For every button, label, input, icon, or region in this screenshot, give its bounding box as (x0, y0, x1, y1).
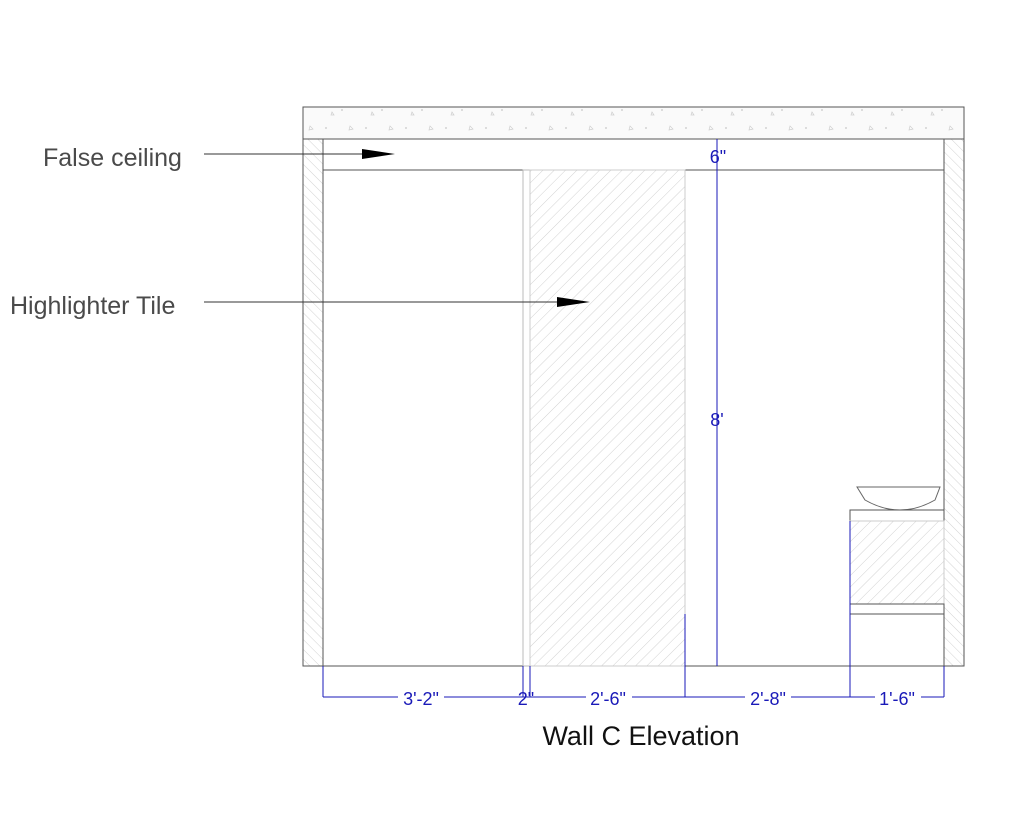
drawing-title: Wall C Elevation (542, 721, 739, 751)
dim-2-8: 2'-8" (750, 689, 786, 709)
dim-wall-height: 8' (710, 410, 723, 430)
vanity-unit (849, 486, 945, 615)
arrow-icon (362, 149, 395, 159)
dim-2-6: 2'-6" (590, 689, 626, 709)
dim-false-ceiling: 6" (710, 147, 726, 167)
dim-2: 2" (518, 689, 534, 709)
vertical-dimension (684, 139, 718, 697)
right-wall (943, 138, 965, 667)
arrow-icon (557, 297, 590, 307)
highlighter-tile (529, 169, 686, 667)
wash-basin (856, 486, 941, 511)
label-false-ceiling: False ceiling (43, 144, 182, 172)
ceiling-slab (302, 106, 965, 140)
label-highlighter-tile: Highlighter Tile (10, 292, 175, 320)
left-wall (302, 138, 324, 667)
dim-1-6: 1'-6" (879, 689, 915, 709)
trim-strip (522, 169, 531, 667)
dimension-labels (398, 688, 921, 704)
dim-3-2: 3'-2" (403, 689, 439, 709)
